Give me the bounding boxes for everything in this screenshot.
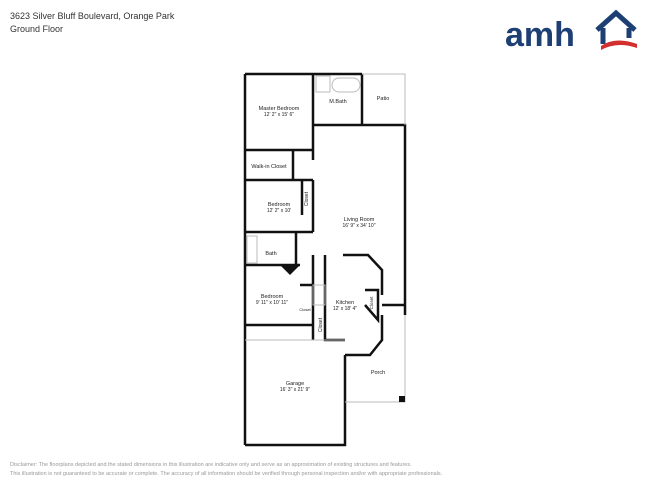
bedroom2-dims: 9' 11" x 10' 11"	[256, 300, 288, 306]
living-room-name: Living Room	[344, 217, 375, 223]
master-bedroom-name: Master Bedroom	[259, 106, 300, 112]
address-title: 3623 Silver Bluff Boulevard, Orange Park	[10, 11, 175, 21]
master-bedroom-dims: 12' 2" x 15' 6"	[264, 112, 294, 118]
room-labels: Master Bedroom 12' 2" x 15' 6" M.Bath Pa…	[251, 96, 389, 393]
bath-name: Bath	[265, 251, 276, 257]
bedroom1-dims: 12' 2" x 10'	[267, 208, 291, 214]
porch-column	[399, 396, 405, 402]
mbath-name: M.Bath	[329, 99, 346, 105]
header: 3623 Silver Bluff Boulevard, Orange Park…	[10, 10, 174, 36]
bedroom2-name: Bedroom	[261, 294, 284, 300]
closet4-name: Closet	[369, 296, 374, 310]
amh-logo: amh	[505, 9, 637, 53]
closet1-name: Closet	[304, 191, 310, 206]
bedroom1-name: Bedroom	[268, 202, 291, 208]
logo-text: amh	[505, 16, 575, 53]
walls	[243, 72, 407, 447]
walkin-closet-name: Walk-in Closet	[251, 164, 287, 170]
disclaimer: Disclaimer: The floorplans depicted and …	[10, 461, 442, 479]
outline-lines	[245, 73, 406, 403]
disclaimer-line-1: Disclaimer: The floorplans depicted and …	[10, 462, 412, 468]
floor-label: Ground Floor	[10, 24, 64, 34]
closet3-name: Closet	[318, 317, 324, 332]
stair-marker	[280, 265, 300, 275]
living-room-dims: 16' 9" x 34' 10"	[343, 223, 376, 229]
patio-name: Patio	[377, 96, 390, 102]
house-roof-icon	[595, 9, 637, 50]
kitchen-name: Kitchen	[336, 300, 354, 306]
porch-name: Porch	[371, 370, 385, 376]
closet2-name: Closet	[299, 307, 311, 312]
garage-dims: 16' 3" x 21' 9"	[280, 387, 310, 393]
disclaimer-line-2: This illustration is not guaranteed to b…	[10, 471, 443, 477]
kitchen-dims: 12' x 18' 4"	[333, 306, 357, 312]
garage-name: Garage	[286, 381, 304, 387]
